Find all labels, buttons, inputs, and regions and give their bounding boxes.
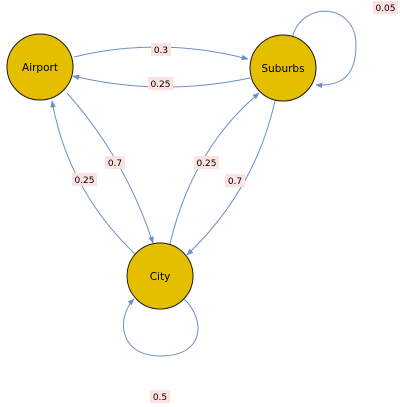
edge-label-airport-to-suburbs: 0.3 (151, 43, 171, 56)
edge-label-text: 0.7 (108, 159, 122, 169)
node-label: Suburbs (261, 63, 304, 75)
edge-label-text: 0.25 (196, 159, 216, 169)
node-suburbs: Suburbs (249, 34, 317, 102)
edge-label-city-to-airport: 0.25 (72, 173, 97, 186)
edge-label-airport-to-city: 0.7 (105, 156, 125, 169)
edge-label-text: 0.25 (74, 176, 94, 186)
node-label: City (150, 271, 171, 283)
node-city: City (126, 242, 194, 310)
edge-label-suburbs-self-loop: 0.05 (373, 1, 398, 14)
edge-label-city-self-loop: 0.5 (150, 390, 170, 403)
edge-label-city-to-suburbs: 0.25 (194, 156, 219, 169)
node-label: Airport (22, 62, 58, 74)
edge-label-text: 0.25 (150, 80, 170, 90)
edge-label-text: 0.05 (375, 4, 395, 14)
edge-city-self-loop (122, 298, 199, 357)
edge-label-text: 0.7 (228, 177, 242, 187)
edge-label-suburbs-to-airport: 0.25 (148, 77, 173, 90)
edge-label-text: 0.5 (153, 393, 167, 403)
node-airport: Airport (6, 33, 74, 101)
edge-label-suburbs-to-city: 0.7 (225, 174, 245, 187)
edge-label-text: 0.3 (154, 46, 168, 56)
edge-suburbs-self-loop (291, 10, 357, 89)
